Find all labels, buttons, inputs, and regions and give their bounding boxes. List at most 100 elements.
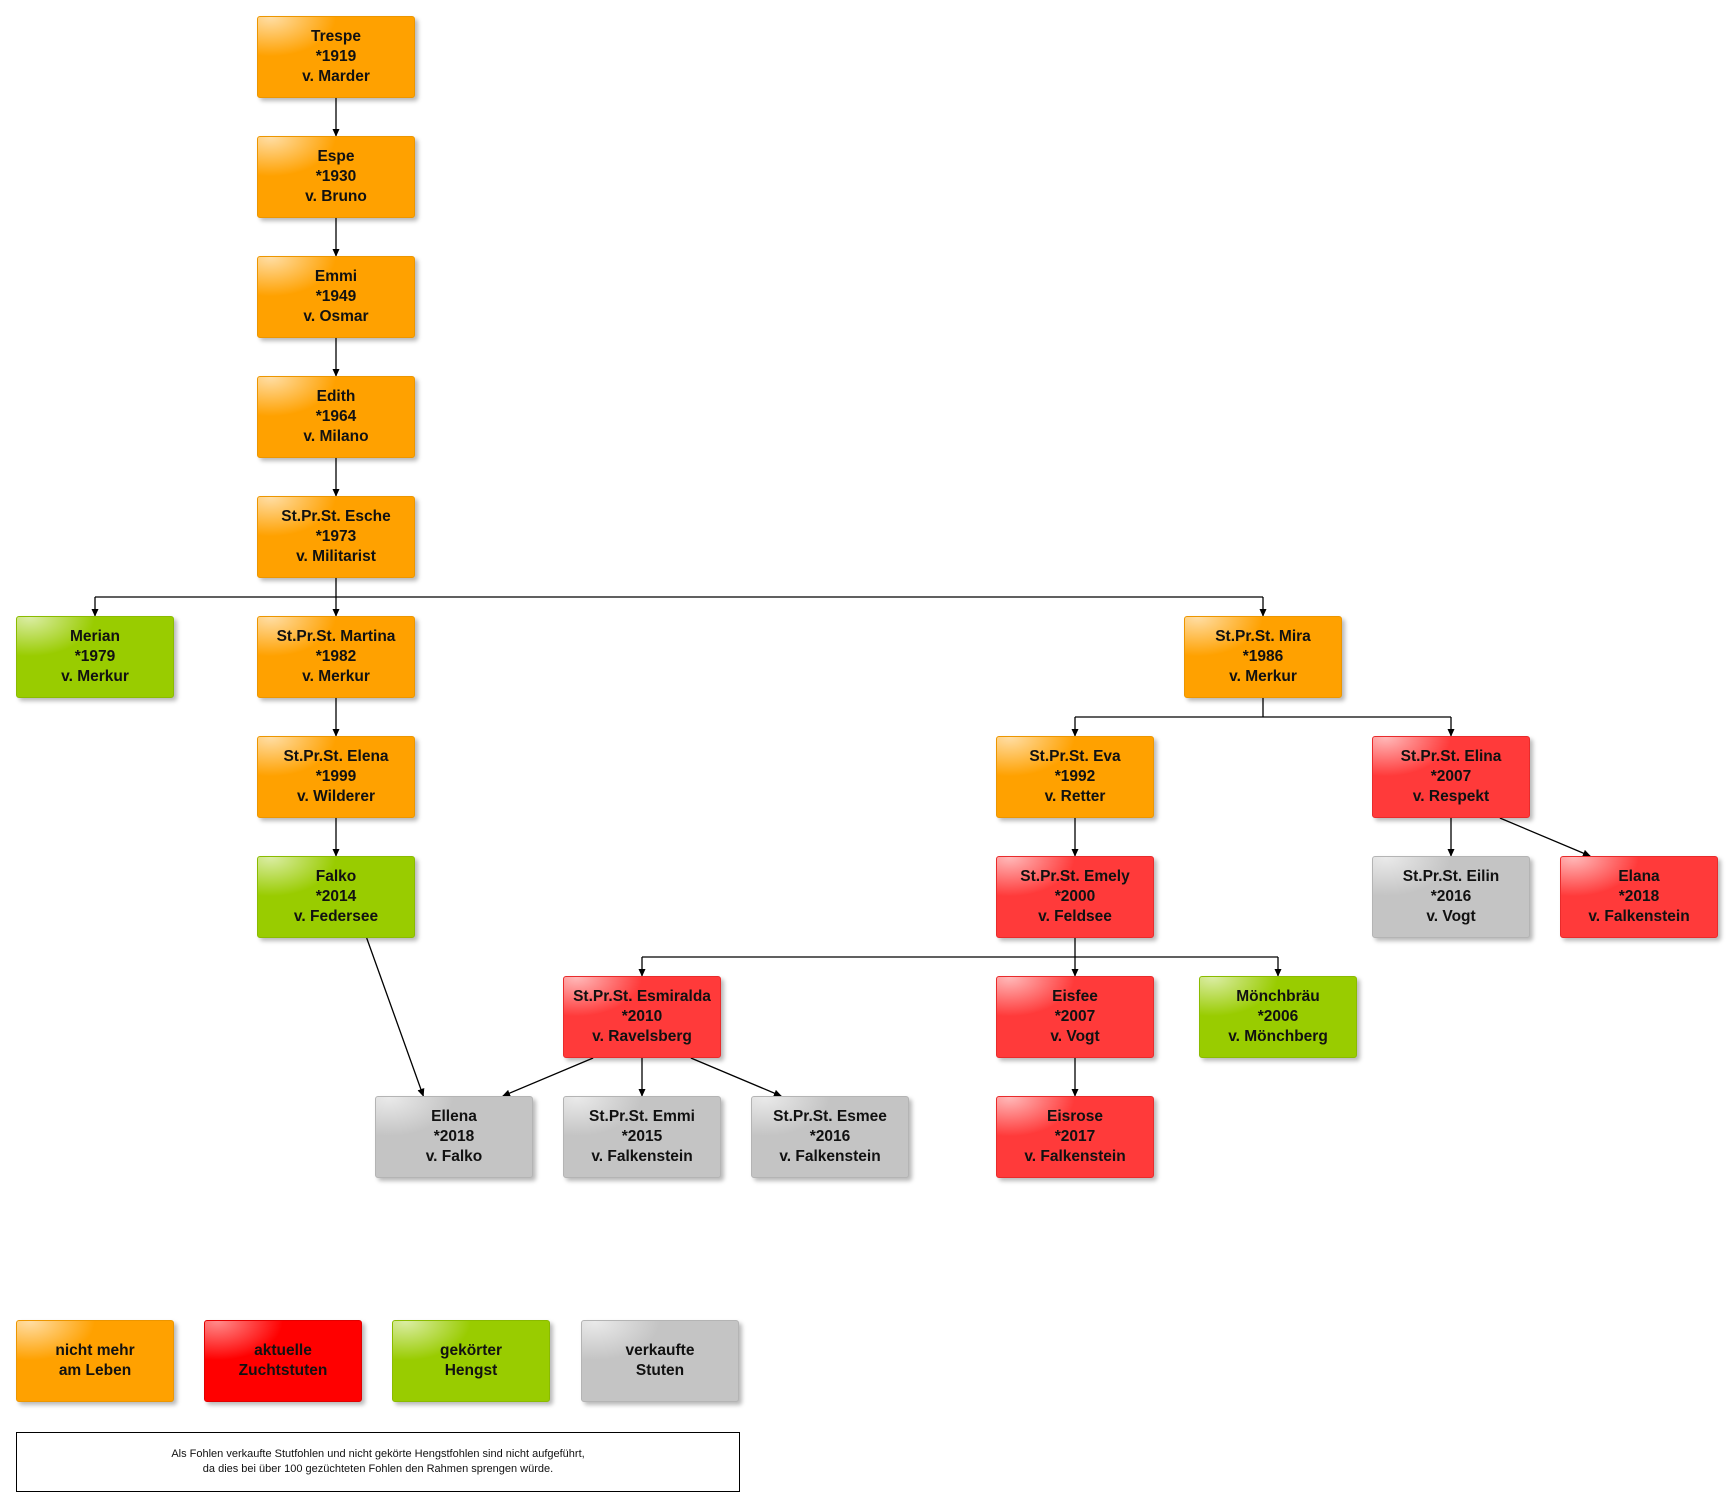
node-elana: Elana *2018 v. Falkenstein <box>1560 856 1718 938</box>
legend-deceased: nicht mehr am Leben <box>16 1320 174 1402</box>
node-sire: v. Wilderer <box>297 788 375 805</box>
node-sire: v. Falko <box>425 1148 483 1165</box>
node-eisrose: Eisrose *2017 v. Falkenstein <box>996 1096 1154 1178</box>
legend-licensed-stallion: gekörter Hengst <box>392 1320 550 1402</box>
node-esmee: St.Pr.St. Esmee *2016 v. Falkenstein <box>751 1096 909 1178</box>
node-born: *2015 <box>621 1128 663 1145</box>
node-name: Eisfee <box>1052 988 1098 1005</box>
node-born: *1982 <box>315 648 357 665</box>
node-born: *1986 <box>1242 648 1284 665</box>
node-name: Ellena <box>431 1108 477 1125</box>
node-moenchbraeu: Mönchbräu *2006 v. Mönchberg <box>1199 976 1357 1058</box>
node-born: *2016 <box>1430 888 1472 905</box>
node-sire: v. Milano <box>303 428 369 445</box>
node-emely: St.Pr.St. Emely *2000 v. Feldsee <box>996 856 1154 938</box>
node-sire: v. Osmar <box>303 308 369 325</box>
legend-label-line2: Stuten <box>635 1362 685 1379</box>
link-esmiralda-ellena <box>502 1057 594 1097</box>
node-born: *2018 <box>433 1128 475 1145</box>
node-born: *2007 <box>1430 768 1472 785</box>
node-name: St.Pr.St. Esche <box>281 508 391 525</box>
node-sire: v. Merkur <box>61 668 129 685</box>
node-born: *1964 <box>315 408 357 425</box>
footnote-box: Als Fohlen verkaufte Stutfohlen und nich… <box>16 1432 740 1492</box>
node-born: *2010 <box>621 1008 663 1025</box>
node-ellena: Ellena *2018 v. Falko <box>375 1096 533 1178</box>
legend-label-line1: aktuelle <box>254 1342 312 1359</box>
node-name: St.Pr.St. Elena <box>283 748 389 765</box>
node-sire: v. Federsee <box>293 908 379 925</box>
node-name: St.Pr.St. Esmiralda <box>573 988 711 1005</box>
node-sire: v. Merkur <box>1229 668 1297 685</box>
node-eva: St.Pr.St. Eva *1992 v. Retter <box>996 736 1154 818</box>
node-born: *2006 <box>1257 1008 1299 1025</box>
node-born: *2017 <box>1054 1128 1096 1145</box>
node-sire: v. Marder <box>302 68 370 85</box>
node-name: Espe <box>317 148 355 165</box>
node-name: Eisrose <box>1046 1108 1103 1125</box>
node-sire: v. Militarist <box>296 548 376 565</box>
node-esche: St.Pr.St. Esche *1973 v. Militarist <box>257 496 415 578</box>
legend-label-line2: Hengst <box>444 1362 498 1379</box>
node-eisfee: Eisfee *2007 v. Vogt <box>996 976 1154 1058</box>
node-sire: v. Merkur <box>302 668 370 685</box>
node-born: *2007 <box>1054 1008 1096 1025</box>
legend-label-line1: verkaufte <box>625 1342 695 1359</box>
node-sire: v. Ravelsberg <box>592 1028 692 1045</box>
node-born: *2014 <box>315 888 357 905</box>
node-name: St.Pr.St. Elina <box>1400 748 1502 765</box>
node-born: *1949 <box>315 288 357 305</box>
node-mira: St.Pr.St. Mira *1986 v. Merkur <box>1184 616 1342 698</box>
legend-label-line2: am Leben <box>58 1362 132 1379</box>
node-sire: v. Respekt <box>1412 788 1490 805</box>
node-name: St.Pr.St. Emely <box>1020 868 1130 885</box>
node-emmi: Emmi *1949 v. Osmar <box>257 256 415 338</box>
node-born: *2016 <box>809 1128 851 1145</box>
footnote-line1: Als Fohlen verkaufte Stutfohlen und nich… <box>171 1448 585 1460</box>
node-eilin: St.Pr.St. Eilin *2016 v. Vogt <box>1372 856 1530 938</box>
node-born: *1999 <box>315 768 357 785</box>
node-sire: v. Retter <box>1044 788 1106 805</box>
node-emmi2: St.Pr.St. Emmi *2015 v. Falkenstein <box>563 1096 721 1178</box>
node-edith: Edith *1964 v. Milano <box>257 376 415 458</box>
node-name: St.Pr.St. Esmee <box>773 1108 887 1125</box>
node-trespe: Trespe *1919 v. Marder <box>257 16 415 98</box>
node-sire: v. Vogt <box>1050 1028 1100 1045</box>
node-name: Elana <box>1618 868 1660 885</box>
legend-sold-mares: verkaufte Stuten <box>581 1320 739 1402</box>
node-name: Edith <box>316 388 356 405</box>
node-espe: Espe *1930 v. Bruno <box>257 136 415 218</box>
node-merian: Merian *1979 v. Merkur <box>16 616 174 698</box>
node-sire: v. Falkenstein <box>591 1148 693 1165</box>
node-sire: v. Mönchberg <box>1228 1028 1328 1045</box>
node-falko: Falko *2014 v. Federsee <box>257 856 415 938</box>
node-sire: v. Falkenstein <box>1588 908 1690 925</box>
node-born: *2018 <box>1618 888 1660 905</box>
legend-label-line2: Zuchtstuten <box>238 1362 328 1379</box>
node-name: Merian <box>70 628 120 645</box>
node-born: *2000 <box>1054 888 1096 905</box>
legend-label-line1: gekörter <box>439 1342 503 1359</box>
link-esmiralda-esmee <box>690 1057 782 1097</box>
node-sire: v. Bruno <box>305 188 367 205</box>
node-name: St.Pr.St. Mira <box>1215 628 1311 645</box>
node-name: Emmi <box>314 268 358 285</box>
node-sire: v. Vogt <box>1426 908 1476 925</box>
node-name: Falko <box>315 868 357 885</box>
node-born: *1919 <box>315 48 357 65</box>
node-esmiralda: St.Pr.St. Esmiralda *2010 v. Ravelsberg <box>563 976 721 1058</box>
node-born: *1979 <box>74 648 116 665</box>
node-name: Trespe <box>311 28 361 45</box>
node-sire: v. Feldsee <box>1038 908 1112 925</box>
node-sire: v. Falkenstein <box>779 1148 881 1165</box>
node-name: St.Pr.St. Martina <box>276 628 396 645</box>
link-falko-ellena <box>366 937 425 1097</box>
footnote-line2: da dies bei über 100 gezüchteten Fohlen … <box>202 1463 554 1475</box>
node-sire: v. Falkenstein <box>1024 1148 1126 1165</box>
node-name: St.Pr.St. Emmi <box>589 1108 695 1125</box>
link-elina-elana <box>1499 817 1591 857</box>
legend-label-line1: nicht mehr <box>55 1342 135 1359</box>
node-martina: St.Pr.St. Martina *1982 v. Merkur <box>257 616 415 698</box>
node-name: Mönchbräu <box>1236 988 1320 1005</box>
